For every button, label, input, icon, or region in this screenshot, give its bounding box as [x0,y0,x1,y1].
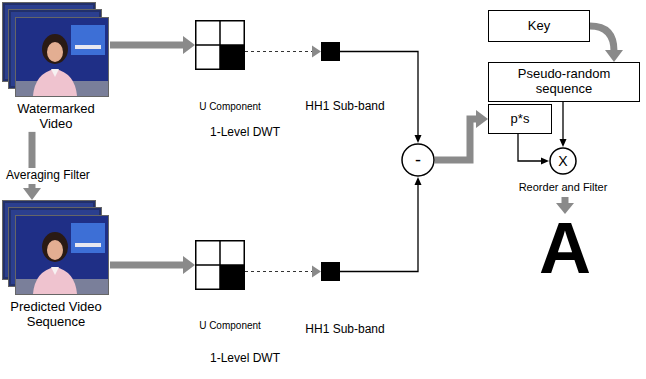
flow-connector [340,52,422,144]
video-frames [2,2,110,98]
dwt-node: U Component1-Level DWT [195,20,245,70]
node-text: Pseudo-random sequence [493,67,635,97]
key-box: Key [488,10,590,42]
flow-connector [340,177,422,272]
video-frames [2,200,110,296]
node-text: 1-Level DWT [210,352,280,366]
sequence-box: Pseudo-random sequence [488,62,640,102]
flow-connector [110,36,195,54]
node-text: - [415,150,421,171]
output-letter: A [539,212,591,284]
dwt-grid [195,20,245,70]
subtract-circle: - [401,143,435,177]
edge-label: Averaging Filter [4,168,92,184]
flow-connector [110,256,195,274]
node-text: HH1 Sub-band [305,323,384,337]
video-node: Watermarked Video [2,2,110,132]
node-text: Predicted Video Sequence [2,300,110,330]
node-text: Key [528,19,550,34]
subband-node: HH1 Sub-band [321,42,340,61]
subband-node: HH1 Sub-band [321,262,340,281]
flow-connector [245,266,321,278]
flow-connector [23,132,41,200]
node-text: p*s [511,112,530,127]
node-text: HH1 Sub-band [305,100,384,114]
node-text: Reorder and Filter [519,181,608,194]
node-text: 1-Level DWT [210,126,280,140]
node-text: U Component [199,320,261,332]
flow-connector [560,102,567,147]
video-node: Predicted Video Sequence [2,200,110,330]
dwt-node: U Component1-Level DWT [195,240,245,290]
flow-connector [245,46,321,58]
flow-connector [518,134,549,165]
dwt-grid [195,240,245,290]
flow-connector [435,110,488,160]
product-box: p*s [488,104,552,134]
node-text: X [558,153,567,169]
node-text: Watermarked Video [2,102,110,132]
flow-connector [590,26,623,62]
node-text: U Component [199,101,261,113]
multiply-circle: XReorder and Filter [549,147,577,175]
